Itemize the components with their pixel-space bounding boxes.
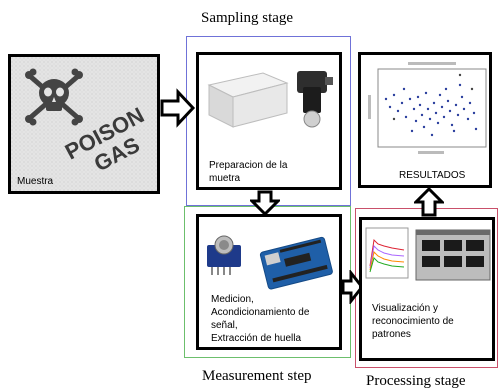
skull-crossbones-icon bbox=[25, 68, 83, 126]
sensor-arduino-image bbox=[207, 235, 333, 290]
arrow-right-1 bbox=[160, 88, 196, 128]
measurement-step-title: Measurement step bbox=[202, 368, 312, 384]
scatter-plot-image bbox=[368, 62, 487, 154]
preparacion-label-line1: Preparacion de la bbox=[209, 160, 288, 171]
arrow-right-2 bbox=[342, 270, 364, 304]
pattern-recognition-image bbox=[365, 227, 491, 281]
visualizacion-label-line2: reconocimiento de bbox=[372, 316, 454, 327]
processing-stage-title: Processing stage bbox=[366, 373, 466, 389]
sampling-stage-title: Sampling stage bbox=[201, 10, 294, 26]
preparacion-box: Preparacion de la muetra bbox=[196, 52, 342, 190]
preparacion-label-line2: muetra bbox=[209, 173, 241, 184]
arrow-up-1 bbox=[414, 187, 444, 217]
visualizacion-label-line1: Visualización y bbox=[372, 303, 438, 314]
resultados-label: RESULTADOS bbox=[399, 170, 466, 181]
poison-gas-sign: POISON GAS bbox=[11, 57, 157, 191]
muestra-label: Muestra bbox=[17, 176, 54, 187]
medicion-label-line4: Extracción de huella bbox=[211, 333, 302, 344]
visualizacion-box: Visualización y reconocimiento de patron… bbox=[359, 217, 495, 361]
medicion-label-line2: Acondicionamiento de bbox=[211, 307, 310, 318]
medicion-box: Medicion, Acondicionamiento de señal, Ex… bbox=[196, 214, 342, 350]
sampling-chamber-image bbox=[207, 71, 333, 128]
resultados-box: RESULTADOS bbox=[358, 52, 492, 188]
arrow-down-1 bbox=[250, 190, 280, 216]
medicion-label-line3: señal, bbox=[211, 320, 238, 331]
muestra-box: POISON GAS Muestra bbox=[8, 54, 160, 194]
medicion-label-line1: Medicion, bbox=[211, 294, 254, 305]
visualizacion-label-line3: patrones bbox=[372, 329, 411, 340]
